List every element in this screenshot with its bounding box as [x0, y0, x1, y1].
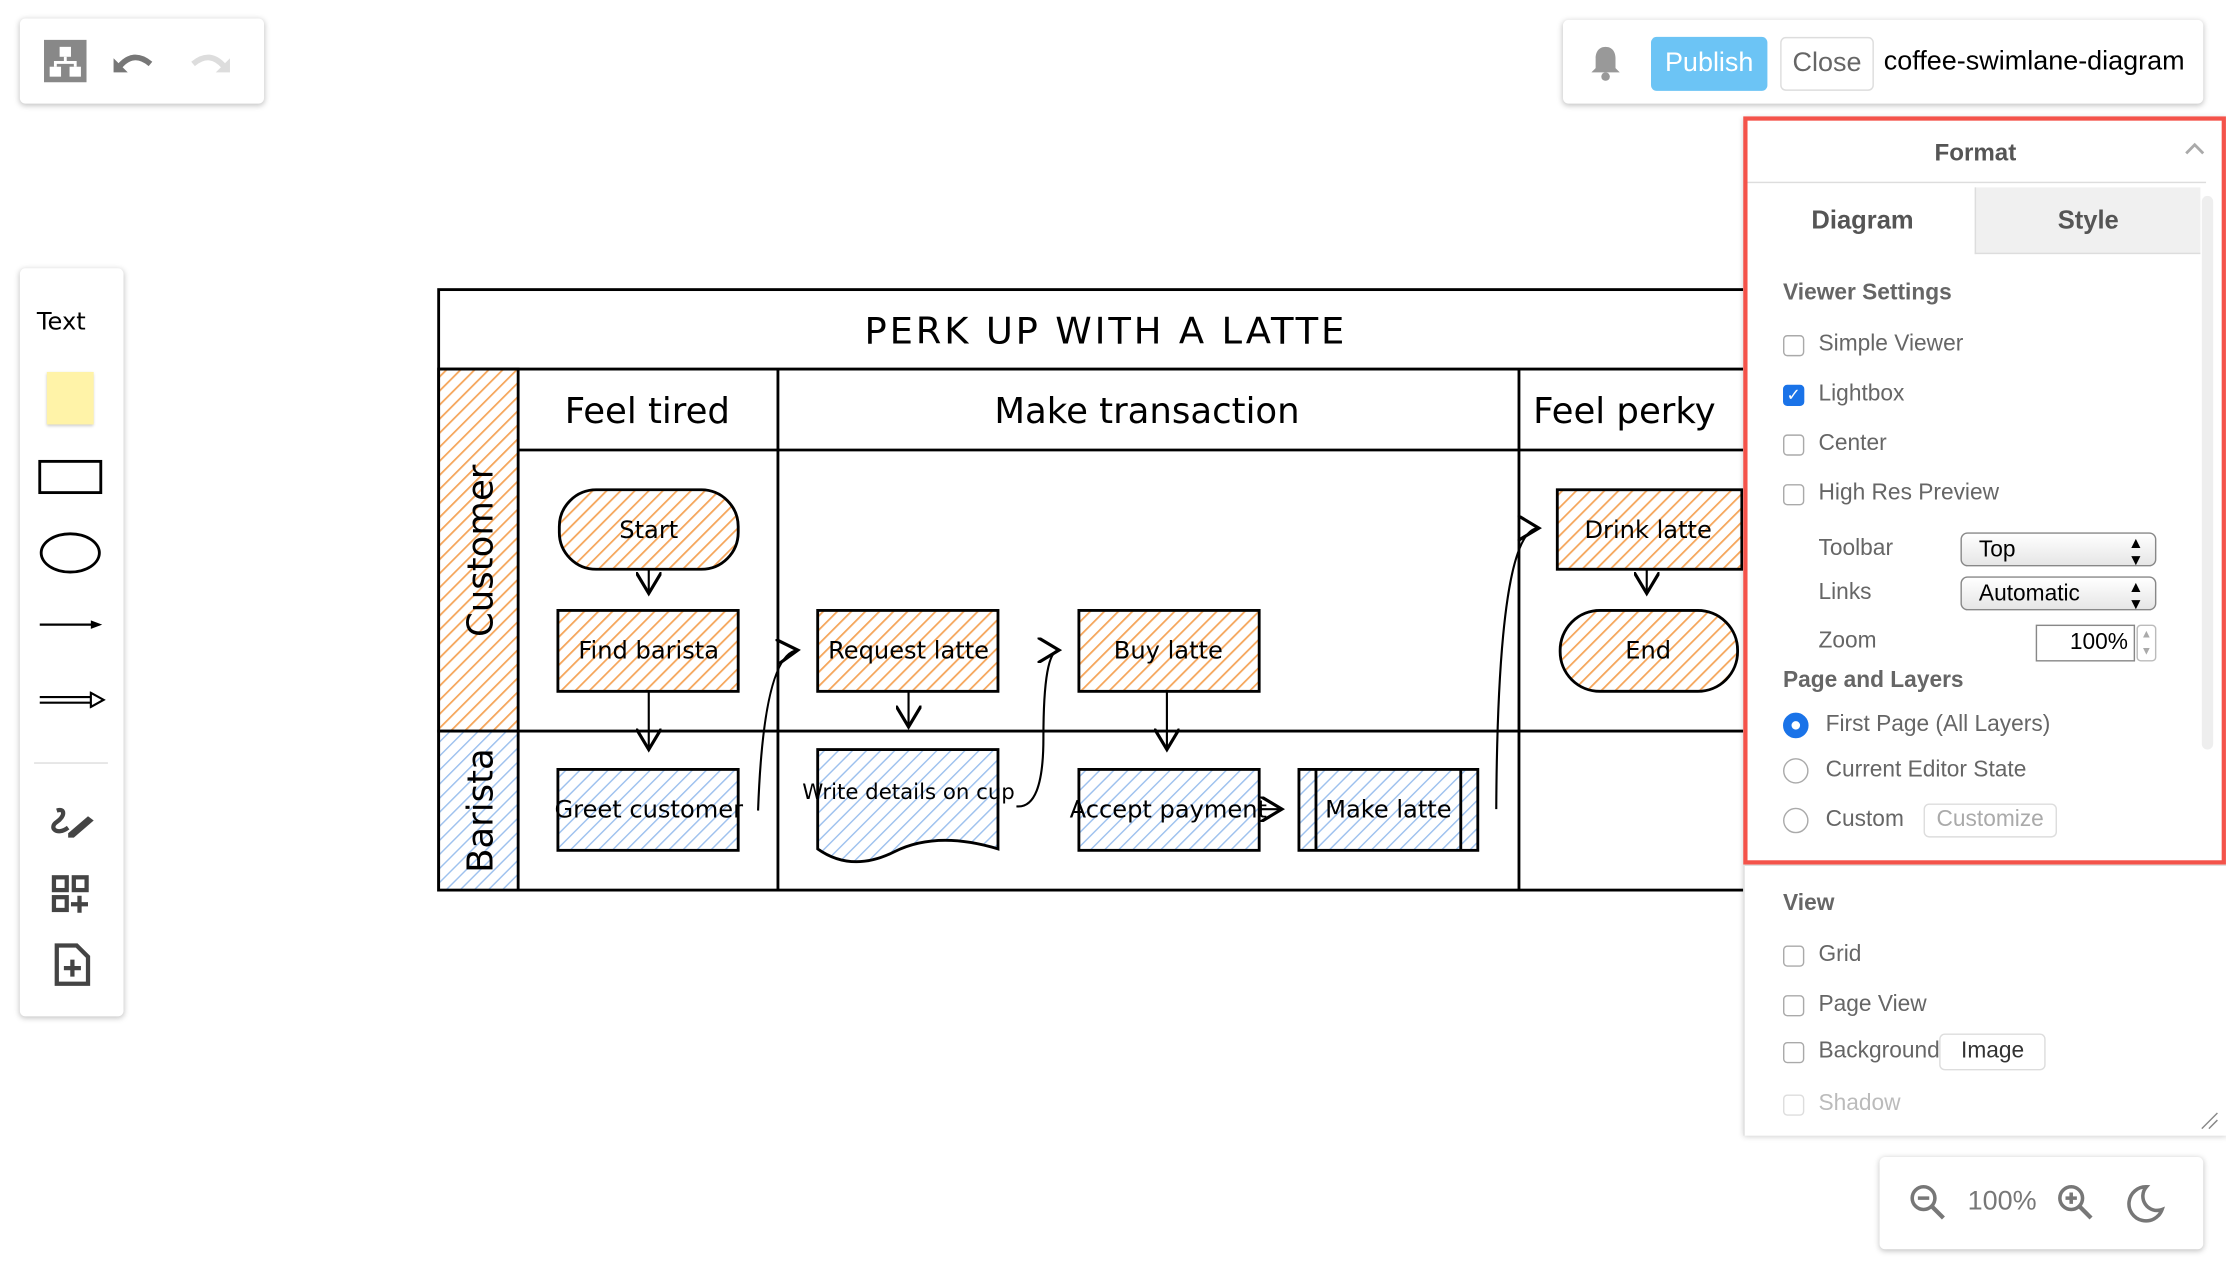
links-select[interactable]: Automatic▲▼ [1960, 576, 2157, 613]
tab-style[interactable]: Style [1974, 187, 2201, 255]
zoom-input[interactable]: 100% [2035, 624, 2136, 662]
zoom-out-icon[interactable] [1908, 1183, 1948, 1223]
collapse-icon[interactable] [2183, 142, 2206, 156]
zoom-in-icon[interactable] [2056, 1183, 2096, 1223]
add-shapes-icon[interactable] [51, 874, 94, 917]
lane-barista[interactable] [437, 729, 520, 892]
filename[interactable]: coffee-swimlane-diagram [1883, 46, 2185, 77]
node-drink[interactable] [1555, 488, 1744, 571]
connectors [649, 528, 1647, 811]
add-page-icon[interactable] [53, 943, 93, 988]
lane-label-customer: Customer [461, 464, 502, 637]
bell-icon[interactable] [1586, 43, 1626, 83]
label-accept: Accept payment [1070, 796, 1267, 824]
node-buy[interactable] [1077, 609, 1261, 693]
zoom-stepper[interactable]: ▲▼ [2136, 624, 2157, 662]
toolbar-label: Toolbar [1818, 536, 1894, 561]
scrollbar[interactable] [2201, 195, 2214, 750]
line-arrow-shape[interactable] [37, 616, 108, 633]
double-arrow-shape[interactable] [37, 691, 108, 709]
phase-feel-tired: Feel tired [565, 391, 730, 432]
diagram-title: PERK UP WITH A LATTE [865, 310, 1348, 353]
label-greet: Greet customer [554, 796, 743, 824]
label-end: End [1625, 637, 1671, 665]
rectangle-shape[interactable] [38, 459, 103, 495]
label-write: Write details on cup [802, 780, 1015, 805]
top-left-toolbar [19, 18, 265, 104]
simple-viewer-checkbox[interactable]: Simple Viewer [1783, 332, 1963, 358]
freehand-icon[interactable] [48, 805, 96, 842]
node-write[interactable] [816, 748, 1000, 864]
first-page-radio[interactable]: First Page (All Layers) [1783, 712, 2050, 739]
tab-diagram[interactable]: Diagram [1811, 205, 1914, 235]
label-find-barista: Find barista [578, 637, 719, 665]
customize-button[interactable]: Customize [1923, 803, 2057, 838]
label-drink: Drink latte [1584, 516, 1711, 544]
links-label: Links [1818, 580, 1872, 605]
format-panel: Format Diagram Style Viewer Settings Sim… [1743, 116, 2226, 1136]
format-title: Format [1744, 116, 2207, 184]
lightbox-checkbox[interactable]: ✓Lightbox [1783, 382, 1904, 408]
label-buy: Buy latte [1114, 637, 1223, 665]
label-make: Make latte [1325, 796, 1451, 824]
image-button[interactable]: Image [1939, 1033, 2046, 1071]
page-layers-heading: Page and Layers [1783, 668, 1964, 693]
section-divider [1744, 864, 2226, 866]
label-start: Start [619, 516, 678, 544]
zoom-bar: 100% [1879, 1156, 2204, 1250]
center-checkbox[interactable]: Center [1783, 432, 1887, 458]
swimlane-diagram[interactable]: PERK UP WITH A LATTE Feel tired Make tra… [0, 0, 1744, 994]
node-make[interactable] [1297, 768, 1480, 852]
page-view-checkbox[interactable]: Page View [1783, 992, 1927, 1018]
phase-make-transaction: Make transaction [994, 391, 1299, 432]
grid-checkbox[interactable]: Grid [1783, 943, 1861, 969]
undo-icon[interactable] [108, 38, 159, 83]
lane-customer[interactable] [437, 367, 520, 733]
node-find-barista[interactable] [556, 609, 740, 693]
toolbar-select[interactable]: Top▲▼ [1960, 532, 2157, 569]
diagram-icon[interactable] [43, 38, 88, 83]
top-right-toolbar: Publish Close coffee-swimlane-diagram [1562, 19, 2204, 104]
close-button[interactable]: Close [1780, 36, 1874, 91]
node-end[interactable] [1558, 609, 1740, 693]
divider [34, 762, 108, 764]
text-shape[interactable]: Text [36, 308, 86, 337]
phase-feel-perky: Feel perky [1533, 391, 1716, 432]
view-heading: View [1783, 891, 1835, 916]
current-editor-state-radio[interactable]: Current Editor State [1783, 758, 2026, 784]
node-request[interactable] [816, 609, 1000, 693]
zoom-value[interactable]: 100% [1967, 1186, 2037, 1217]
node-greet[interactable] [556, 768, 740, 852]
resize-handle-icon[interactable] [2199, 1110, 2219, 1130]
high-res-preview-checkbox[interactable]: High Res Preview [1783, 481, 1999, 507]
shadow-checkbox[interactable]: Shadow [1783, 1092, 1901, 1118]
node-accept[interactable] [1077, 768, 1261, 852]
publish-button[interactable]: Publish [1650, 36, 1768, 91]
zoom-label: Zoom [1818, 628, 1877, 654]
shapes-panel: Text [19, 268, 124, 1017]
highlight-box [1743, 116, 2226, 865]
label-request: Request latte [828, 637, 989, 665]
lane-label-barista: Barista [461, 748, 502, 873]
redo-icon[interactable] [185, 38, 236, 83]
dark-mode-icon[interactable] [2124, 1183, 2167, 1226]
sticky-note-shape[interactable] [46, 371, 94, 425]
ellipse-shape[interactable] [39, 532, 101, 574]
viewer-settings-heading: Viewer Settings [1783, 281, 1952, 306]
